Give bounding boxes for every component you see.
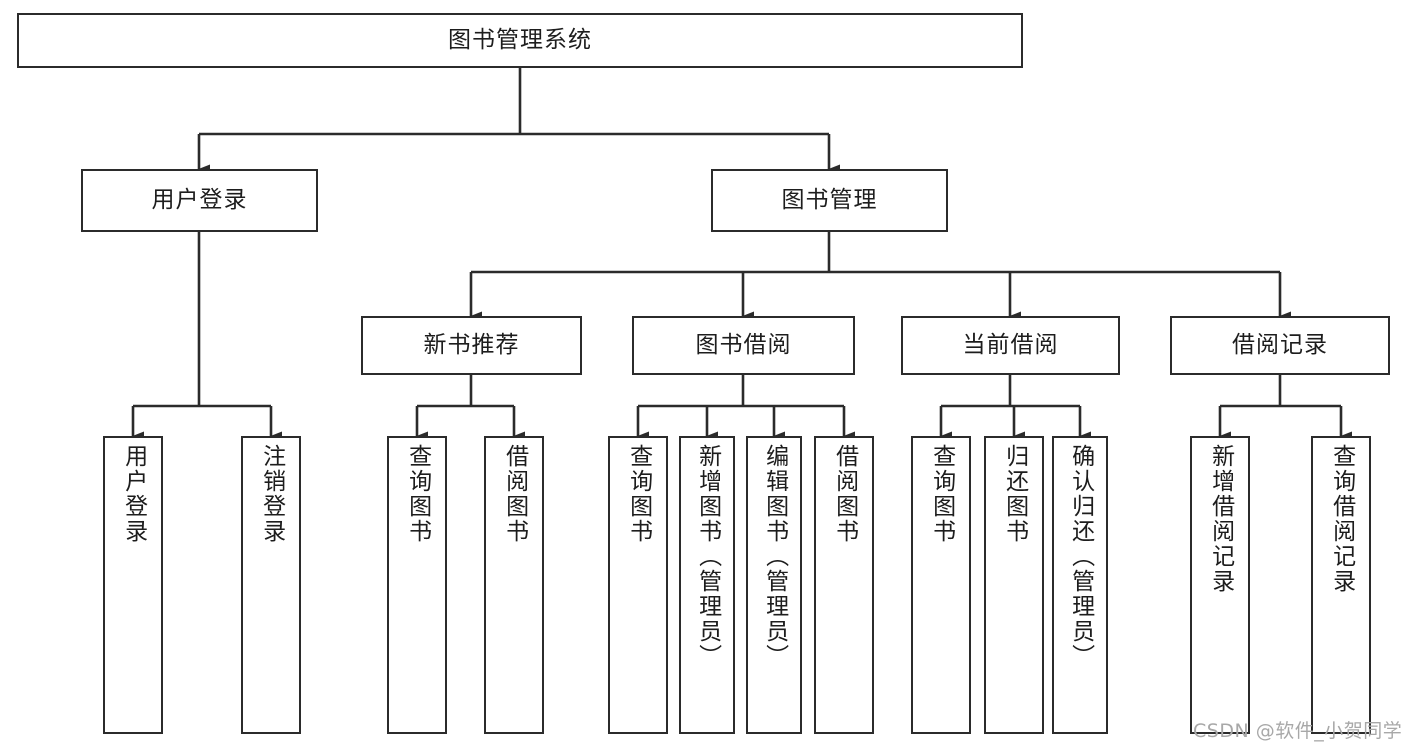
- leaf-query-book-1-label: 查询图书: [404, 444, 431, 544]
- leaf-return-book-label: 归还图书: [1001, 444, 1028, 544]
- leaf-query-record-label: 查询借阅记录: [1328, 444, 1355, 594]
- leaf-user-logout-label: 注销登录: [258, 444, 285, 544]
- leaf-borrow-book-2-label: 借阅图书: [831, 444, 858, 544]
- leaf-add-record-label: 新增借阅记录: [1207, 444, 1234, 594]
- leaf-query-book-2[interactable]: 查询图书: [608, 436, 668, 734]
- leaf-user-login-label: 用户登录: [120, 444, 147, 544]
- leaf-add-book-label: 新增图书（管理员）: [694, 444, 721, 669]
- leaf-query-book-1[interactable]: 查询图书: [387, 436, 447, 734]
- leaf-return-book[interactable]: 归还图书: [984, 436, 1044, 734]
- leaf-borrow-book-1[interactable]: 借阅图书: [484, 436, 544, 734]
- node-current-borrow[interactable]: 当前借阅: [901, 316, 1120, 375]
- node-new-book-recommend-label: 新书推荐: [423, 331, 520, 358]
- node-user-login[interactable]: 用户登录: [81, 169, 318, 232]
- leaf-edit-book-label: 编辑图书（管理员）: [761, 444, 788, 669]
- leaf-add-book[interactable]: 新增图书（管理员）: [679, 436, 735, 734]
- node-book-manage[interactable]: 图书管理: [711, 169, 948, 232]
- leaf-confirm-return[interactable]: 确认归还（管理员）: [1052, 436, 1108, 734]
- leaf-query-book-3-label: 查询图书: [928, 444, 955, 544]
- node-book-borrow[interactable]: 图书借阅: [632, 316, 855, 375]
- leaf-query-record[interactable]: 查询借阅记录: [1311, 436, 1371, 734]
- leaf-query-book-2-label: 查询图书: [625, 444, 652, 544]
- node-borrow-record[interactable]: 借阅记录: [1170, 316, 1390, 375]
- node-book-manage-label: 图书管理: [781, 186, 878, 213]
- leaf-confirm-return-label: 确认归还（管理员）: [1067, 444, 1094, 669]
- leaf-query-book-3[interactable]: 查询图书: [911, 436, 971, 734]
- leaf-borrow-book-2[interactable]: 借阅图书: [814, 436, 874, 734]
- node-new-book-recommend[interactable]: 新书推荐: [361, 316, 582, 375]
- node-root[interactable]: 图书管理系统: [17, 13, 1023, 68]
- leaf-user-login[interactable]: 用户登录: [103, 436, 163, 734]
- leaf-add-record[interactable]: 新增借阅记录: [1190, 436, 1250, 734]
- leaf-user-logout[interactable]: 注销登录: [241, 436, 301, 734]
- node-current-borrow-label: 当前借阅: [962, 331, 1059, 358]
- leaf-borrow-book-1-label: 借阅图书: [501, 444, 528, 544]
- node-borrow-record-label: 借阅记录: [1232, 331, 1328, 358]
- node-root-label: 图书管理系统: [448, 26, 592, 53]
- node-user-login-label: 用户登录: [151, 186, 248, 213]
- node-book-borrow-label: 图书借阅: [695, 331, 792, 358]
- leaf-edit-book[interactable]: 编辑图书（管理员）: [746, 436, 802, 734]
